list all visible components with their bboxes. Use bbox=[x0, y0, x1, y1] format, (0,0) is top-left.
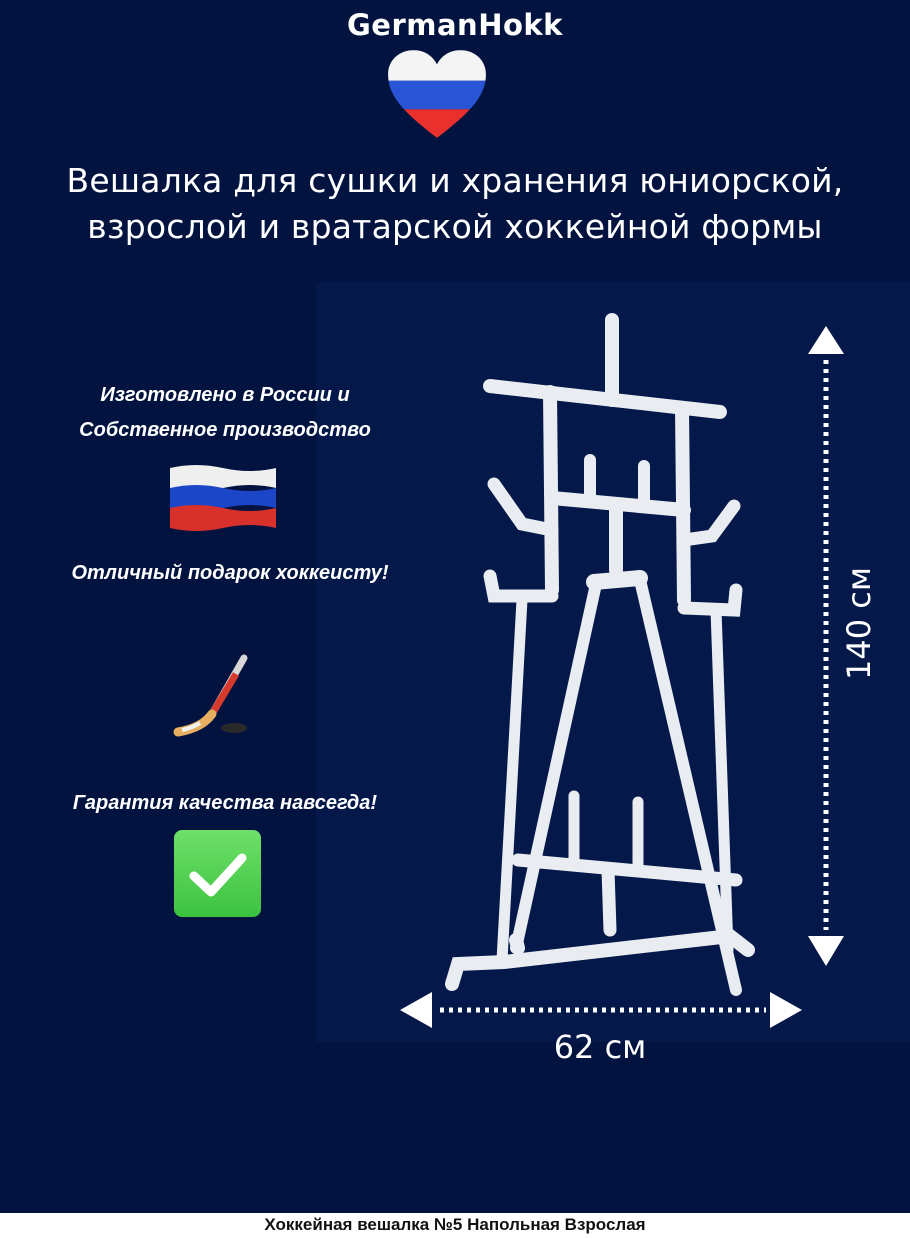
green-checkmark-icon bbox=[174, 830, 261, 917]
feature-text: Отличный подарок хоккеисту! bbox=[71, 562, 389, 584]
product-poster: GermanHokk Вешалка для сушки и хранения … bbox=[0, 0, 910, 1213]
feature-made-in-russia: Изготовлено в России и Собственное произ… bbox=[40, 378, 410, 448]
width-dimension-arrow bbox=[400, 992, 802, 1028]
feature-gift: Отличный подарок хоккеисту! bbox=[40, 556, 420, 591]
feature-text: Собственное производство bbox=[79, 419, 371, 441]
feature-quality-guarantee: Гарантия качества навсегда! bbox=[30, 786, 420, 821]
russia-flag-icon bbox=[170, 465, 276, 531]
brand-name: GermanHokk bbox=[347, 8, 563, 42]
headline-line-2: взрослой и вратарской хоккейной формы bbox=[87, 207, 823, 246]
feature-text: Гарантия качества навсегда! bbox=[72, 792, 378, 814]
height-dimension-arrow bbox=[808, 326, 844, 966]
product-caption: Хоккейная вешалка №5 Напольная Взрослая bbox=[264, 1215, 646, 1234]
headline-line-1: Вешалка для сушки и хранения юниорской, bbox=[66, 161, 844, 200]
russia-flag-heart-icon bbox=[388, 50, 486, 138]
width-label: 62 см bbox=[553, 1028, 647, 1066]
hockey-rack-product-image bbox=[445, 313, 755, 996]
feature-text: Изготовлено в России и bbox=[100, 384, 350, 406]
headline: Вешалка для сушки и хранения юниорской, … bbox=[0, 158, 910, 250]
hockey-stick-puck-icon bbox=[173, 654, 248, 737]
height-label: 140 см bbox=[840, 567, 878, 680]
